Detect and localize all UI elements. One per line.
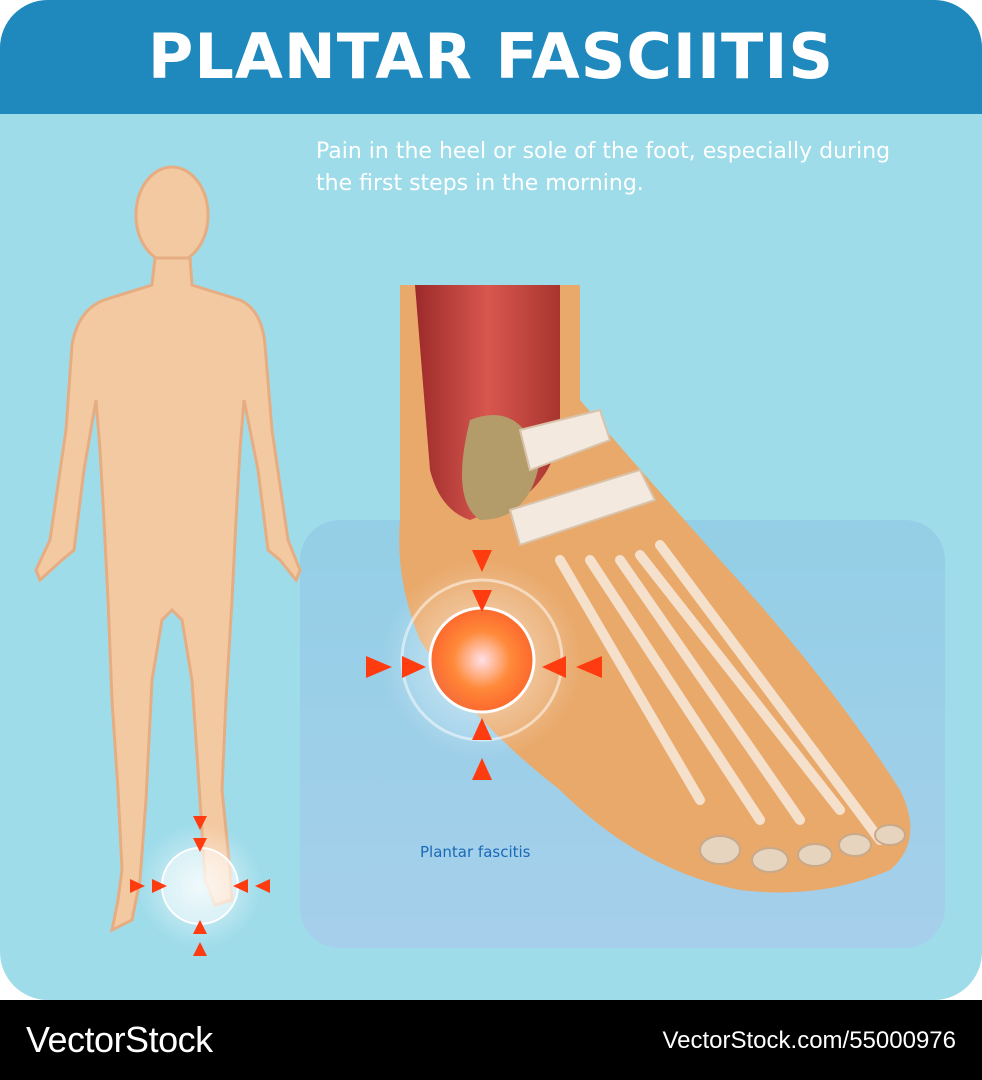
header-bar: PLANTAR FASCIITIS: [0, 0, 982, 114]
plantar-fascitis-label: Plantar fascitis: [420, 843, 531, 861]
description-text: Pain in the heel or sole of the foot, es…: [316, 139, 891, 196]
body-heel-inflammation: [138, 824, 262, 948]
stock-id[interactable]: VectorStock.com/55000976: [662, 1027, 956, 1054]
heel-inflammation: [382, 560, 582, 760]
illustration: [34, 165, 911, 956]
pain-arrows-foot: [366, 550, 602, 780]
footer-bar: VectorStock VectorStock.com/55000976: [0, 1000, 982, 1080]
brand-logo[interactable]: VectorStock: [26, 1019, 213, 1060]
pain-arrows-body: [130, 816, 270, 956]
page-title: PLANTAR FASCIITIS: [147, 20, 835, 93]
human-body-figure: [34, 165, 302, 933]
infographic-card: PLANTAR FASCIITIS Pain in the heel or so…: [0, 0, 982, 1000]
